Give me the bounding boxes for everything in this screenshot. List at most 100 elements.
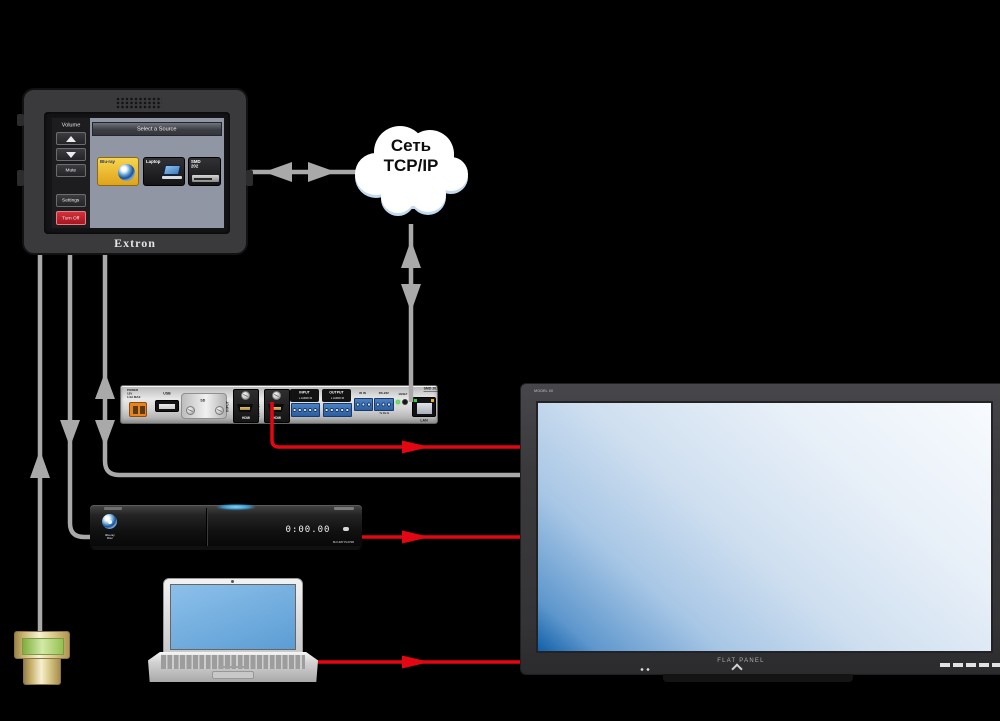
arrow-right-icon	[308, 162, 336, 182]
rs232-connector	[374, 398, 394, 411]
laptop-touchpad	[212, 671, 254, 679]
reset-button	[402, 399, 408, 405]
gold-volume-connector	[14, 630, 70, 686]
panel-brand-label: FLAT PANEL	[717, 657, 765, 664]
power-label-line3: 1.0A MAX	[127, 395, 141, 399]
touchscreen-bezel: Volume Mute Settings Turn Off	[44, 112, 230, 234]
source-button-laptop[interactable]: Laptop	[143, 157, 185, 186]
panel-model-label: MODEL 60	[534, 389, 554, 393]
lan-led-amber	[431, 399, 434, 402]
audio-output-connector	[323, 403, 352, 417]
arrow-left-icon	[264, 162, 292, 182]
hdmi-output-group: OUTPUT HDMI	[257, 389, 290, 423]
panel-screen	[536, 401, 993, 653]
laptop-hinge	[218, 666, 248, 668]
hdmi-label: HDMI	[272, 416, 282, 421]
arrow-down-icon	[95, 420, 115, 447]
settings-button-label: Settings	[62, 198, 80, 203]
touchscreen: Volume Mute Settings Turn Off	[52, 118, 224, 228]
input-vertical-label: INPUT	[225, 401, 230, 412]
mount-tab	[17, 170, 24, 186]
source-button-bluray[interactable]: Blu-ray	[97, 157, 139, 186]
audio-input-title: INPUT	[299, 390, 310, 395]
mute-button[interactable]: Mute	[56, 164, 86, 177]
turn-off-button-label: Turn Off	[62, 215, 80, 221]
laptop	[148, 578, 318, 682]
smd202-model-label: SMD 202	[423, 387, 438, 392]
panel-divider	[206, 508, 207, 547]
control-link-volume-touchpanel	[30, 253, 50, 640]
vent-dashes	[940, 663, 1000, 667]
audio-output-group: OUTPUT L AUDIO R	[322, 389, 352, 422]
status-led	[396, 400, 400, 404]
webcam-icon	[231, 580, 234, 583]
smd202-rear-panel: POWER 12V 1.0A MAX USB SD INPUT HDMI	[120, 385, 438, 424]
arrow-up-icon	[30, 450, 50, 478]
audio-channels-label: L AUDIO R	[330, 397, 345, 400]
media-player-icon-slot	[194, 178, 212, 180]
cloud-label: Сеть TCP/IP	[350, 136, 472, 176]
connector-label-band	[22, 638, 64, 655]
lan-label: LAN	[420, 418, 428, 423]
audio-input-label-block: INPUT L AUDIO R	[290, 389, 319, 402]
sd-plate: SD	[181, 393, 227, 419]
player-footer-label: BLU-RAY PLAYER	[332, 541, 354, 544]
control-link-touchpanel-display	[95, 253, 532, 478]
power-glow	[216, 504, 256, 510]
usb-port	[155, 400, 179, 412]
network-cloud: Сеть TCP/IP	[350, 110, 472, 225]
connector-base	[23, 659, 61, 685]
reset-group: RESET	[394, 389, 409, 422]
video-link-bluray-display	[352, 530, 532, 544]
flat-panel-display: MODEL 60 FLAT PANEL	[520, 383, 1000, 675]
cloud-icon	[355, 126, 468, 216]
source-button-label: Laptop	[146, 160, 161, 165]
ir-connector	[354, 398, 373, 411]
touchscreen-main: Select a Source Blu-ray Laptop SMD 202	[90, 118, 224, 228]
sd-slot-group: SD	[181, 389, 227, 422]
power-port-group: POWER 12V 1.0A MAX	[126, 389, 153, 422]
laptop-screen	[170, 584, 296, 650]
tray-notch	[104, 507, 122, 510]
volume-label: Volume	[61, 122, 81, 129]
settings-button[interactable]: Settings	[56, 194, 86, 207]
cloud-label-line1: Сеть	[390, 136, 432, 155]
sd-label: SD	[200, 398, 206, 403]
arrow-right-icon	[402, 655, 430, 669]
rs232-label: RS-232	[378, 392, 389, 395]
player-base	[92, 546, 360, 550]
arrow-down-icon	[401, 284, 421, 312]
triangle-up-icon	[66, 135, 76, 142]
hdmi-input-module: HDMI	[233, 389, 259, 423]
reset-label: RESET	[398, 393, 408, 396]
touchscreen-sidebar: Volume Mute Settings Turn Off	[52, 118, 90, 228]
power-connector	[129, 402, 147, 417]
hdmi-input-port	[237, 404, 253, 412]
arrow-up-icon	[95, 372, 115, 399]
indicator-dots	[639, 668, 650, 671]
laptop-screen-frame	[163, 578, 303, 654]
bluray-logo-icon	[102, 514, 117, 529]
chevron-up-icon	[731, 663, 743, 675]
source-button-label: Blu-ray	[100, 160, 115, 165]
arrow-right-icon	[402, 530, 430, 544]
hdmi-output-port	[268, 404, 284, 412]
screw-icon	[272, 391, 281, 400]
audio-output-label-block: OUTPUT L AUDIO R	[322, 389, 351, 402]
rs232-pins-label: Tx Rx G	[379, 412, 390, 415]
source-button-label: SMD 202	[191, 160, 201, 169]
source-button-smd202[interactable]: SMD 202	[188, 157, 221, 186]
source-select-header-label: Select a Source	[137, 126, 177, 132]
hdmi-output-module: HDMI	[264, 389, 290, 423]
panel-stand	[663, 674, 853, 682]
usb-port-group: USB	[154, 389, 180, 422]
touchpanel: Volume Mute Settings Turn Off	[17, 88, 253, 255]
bluray-logo-label: Blu-ray Disc	[105, 534, 115, 540]
control-link-touchpanel-bluray	[60, 253, 96, 540]
turn-off-button[interactable]: Turn Off	[56, 211, 86, 225]
screw-icon	[215, 406, 224, 415]
audio-channels-label: L AUDIO R	[298, 397, 313, 400]
volume-up-button[interactable]	[56, 132, 86, 145]
volume-down-button[interactable]	[56, 148, 86, 161]
